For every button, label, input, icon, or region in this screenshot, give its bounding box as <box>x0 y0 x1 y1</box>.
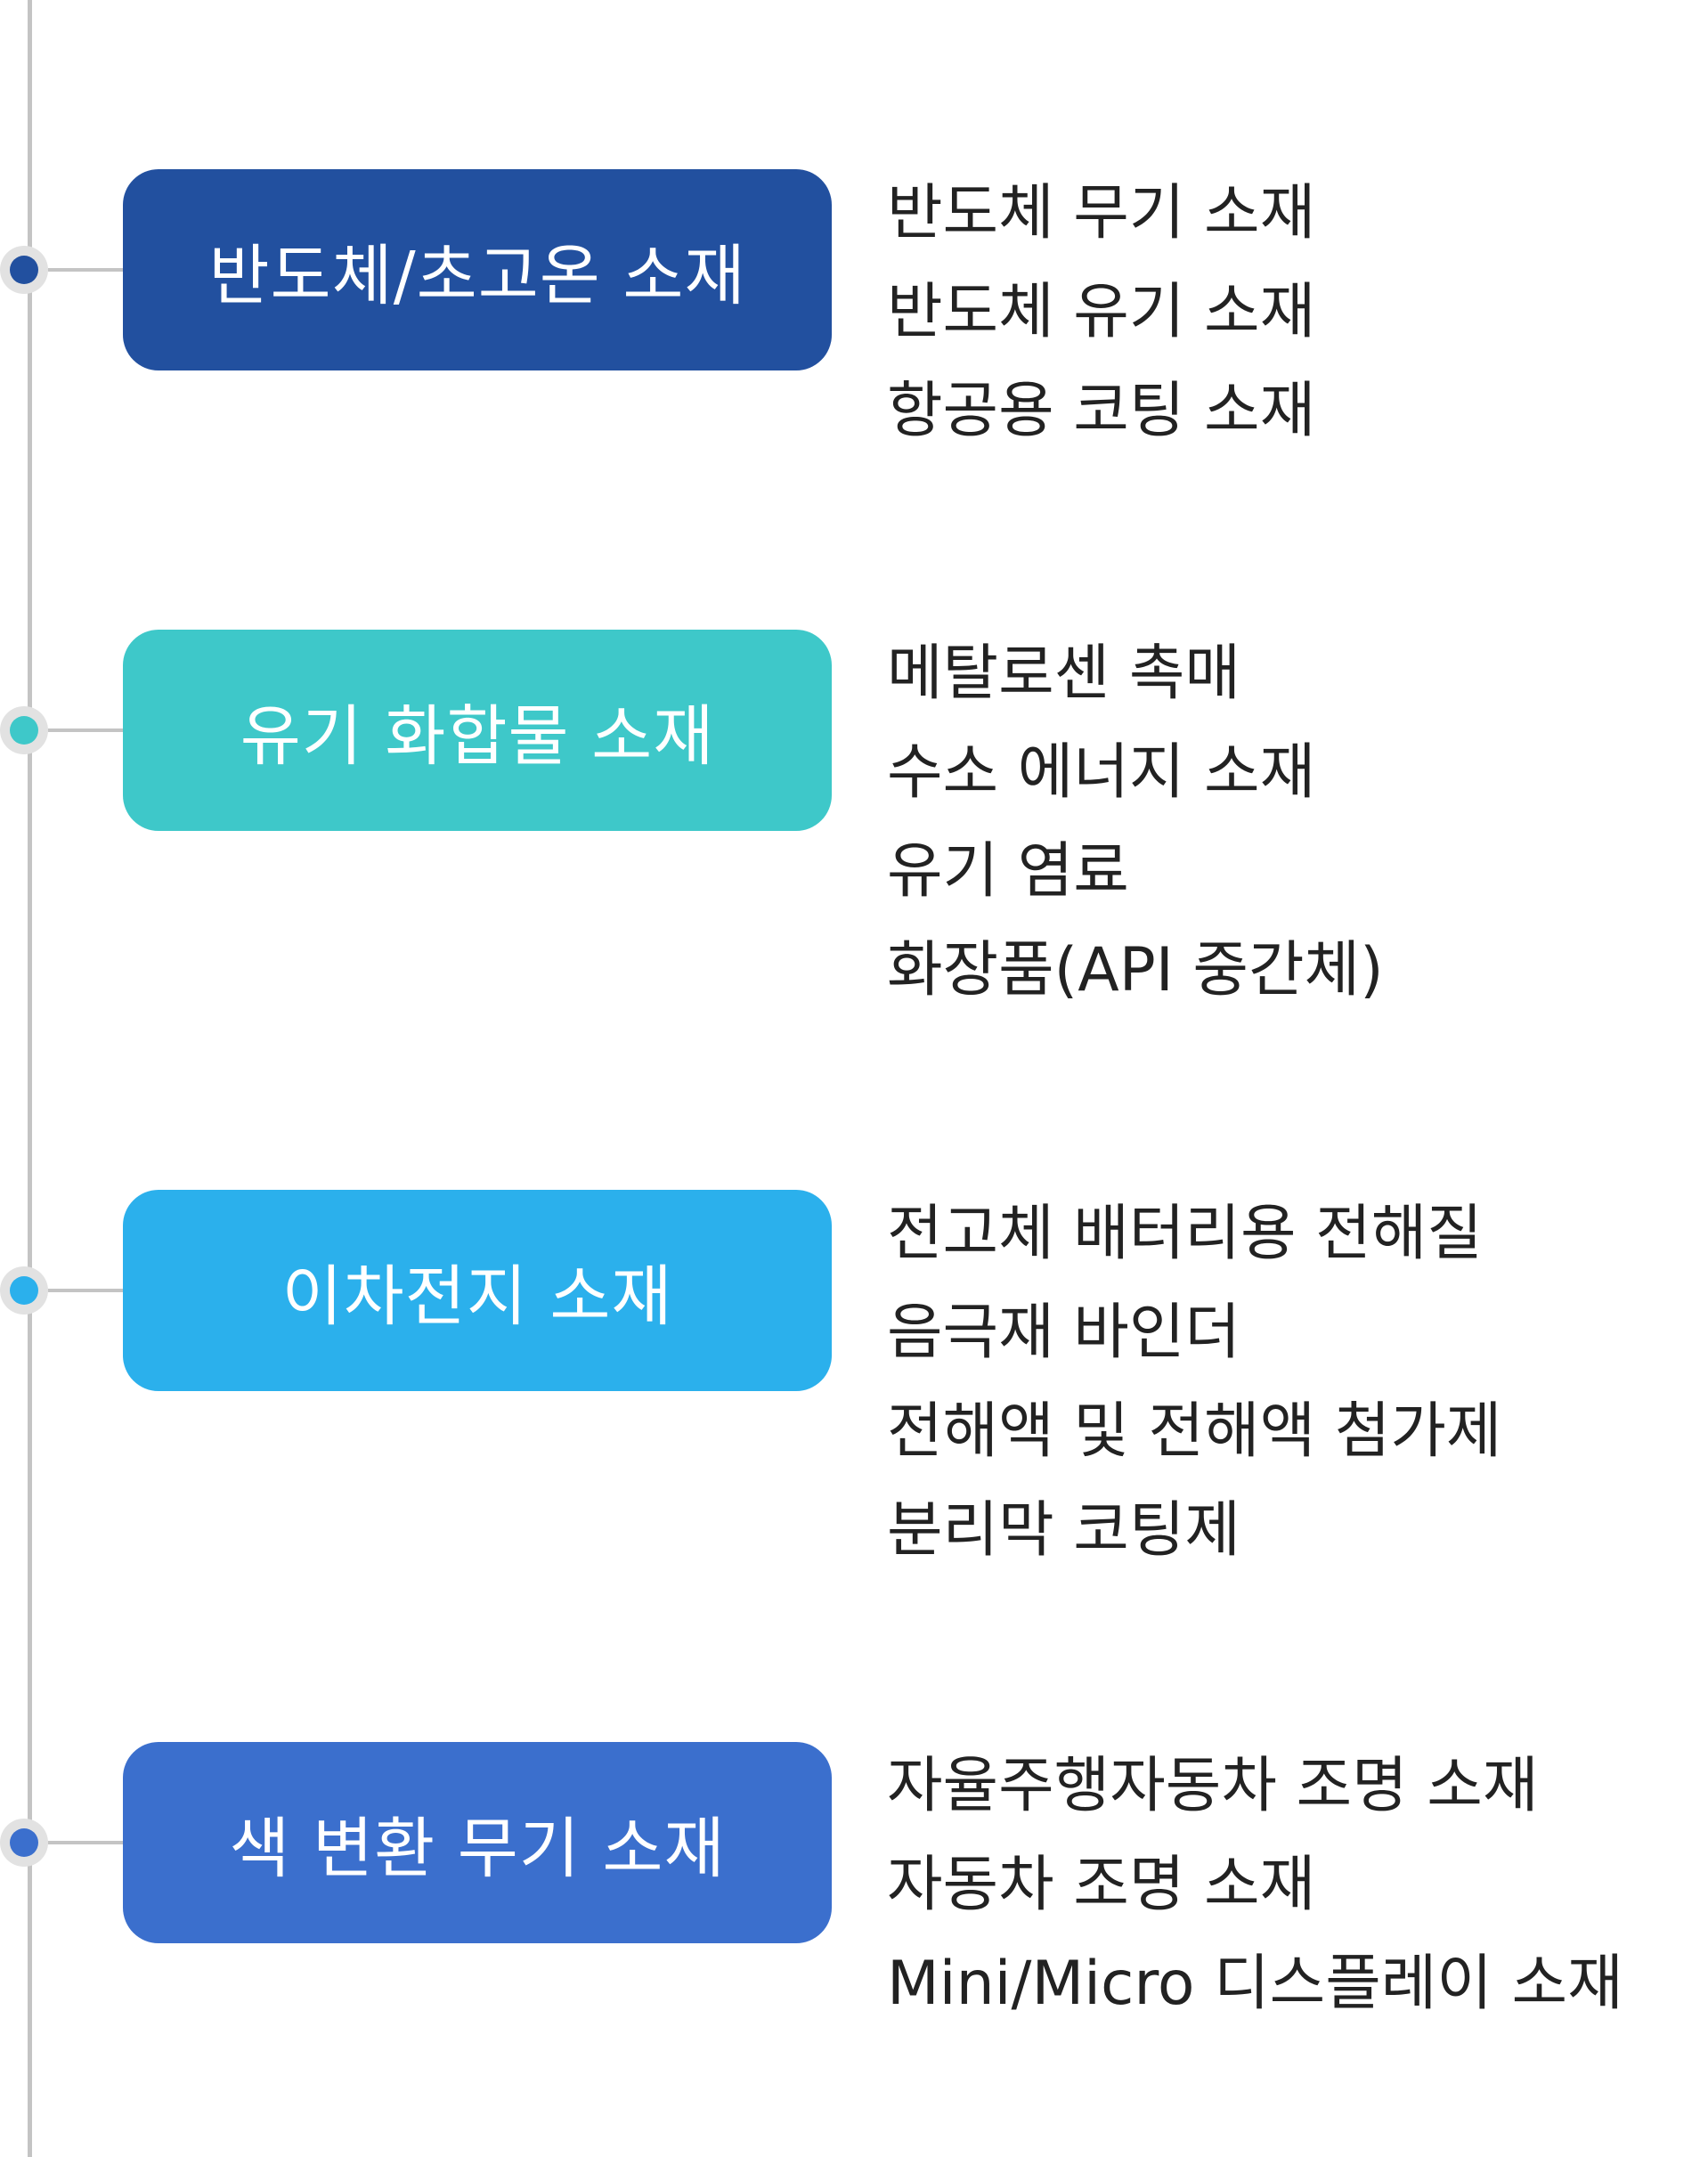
timeline-node-dot <box>10 1828 38 1857</box>
item-list: 자율주행자동차 조명 소재 자동차 조명 소재 Mini/Micro 디스플레이… <box>887 1737 1623 2033</box>
item-list: 반도체 무기 소재 반도체 유기 소재 항공용 코팅 소재 <box>887 164 1315 460</box>
list-item: 반도체 무기 소재 <box>887 178 1316 248</box>
list-item: 유기 염료 <box>887 836 1129 907</box>
item-list: 메탈로센 촉매 수소 에너지 소재 유기 염료 화장품(API 중간체) <box>887 624 1384 1020</box>
list-item: 화장품(API 중간체) <box>887 935 1384 1005</box>
item-list: 전고체 배터리용 전해질 음극재 바인더 전해액 및 전해액 첨가제 분리막 코… <box>887 1184 1501 1580</box>
timeline-connector <box>48 268 125 272</box>
list-item: 전해액 및 전해액 첨가제 <box>887 1396 1502 1467</box>
timeline-node-dot <box>10 716 38 745</box>
list-item: 수소 에너지 소재 <box>887 737 1316 808</box>
list-item: 메탈로센 촉매 <box>887 639 1240 709</box>
list-item: 자율주행자동차 조명 소재 <box>887 1751 1539 1821</box>
category-pill: 유기 화합물 소재 <box>123 630 832 831</box>
list-item: 반도체 유기 소재 <box>887 277 1316 347</box>
timeline-node-dot <box>10 1276 38 1305</box>
timeline-node-dot <box>10 256 38 284</box>
list-item: 자동차 조명 소재 <box>887 1850 1316 1920</box>
timeline-node <box>0 1266 48 1315</box>
timeline-node <box>0 246 48 294</box>
timeline-connector <box>48 1289 125 1292</box>
list-item: Mini/Micro 디스플레이 소재 <box>887 1949 1623 2019</box>
category-pill: 반도체/초고온 소재 <box>123 169 832 370</box>
timeline-line <box>28 0 32 2157</box>
timeline-node <box>0 1819 48 1867</box>
timeline-node <box>0 706 48 754</box>
category-pill: 색 변환 무기 소재 <box>123 1742 832 1943</box>
category-pill: 이차전지 소재 <box>123 1190 832 1391</box>
list-item: 전고체 배터리용 전해질 <box>887 1199 1483 1269</box>
list-item: 항공용 코팅 소재 <box>887 376 1316 446</box>
list-item: 음극재 바인더 <box>887 1298 1240 1368</box>
timeline-connector <box>48 728 125 732</box>
timeline-connector <box>48 1841 125 1844</box>
list-item: 분리막 코팅제 <box>887 1495 1240 1566</box>
